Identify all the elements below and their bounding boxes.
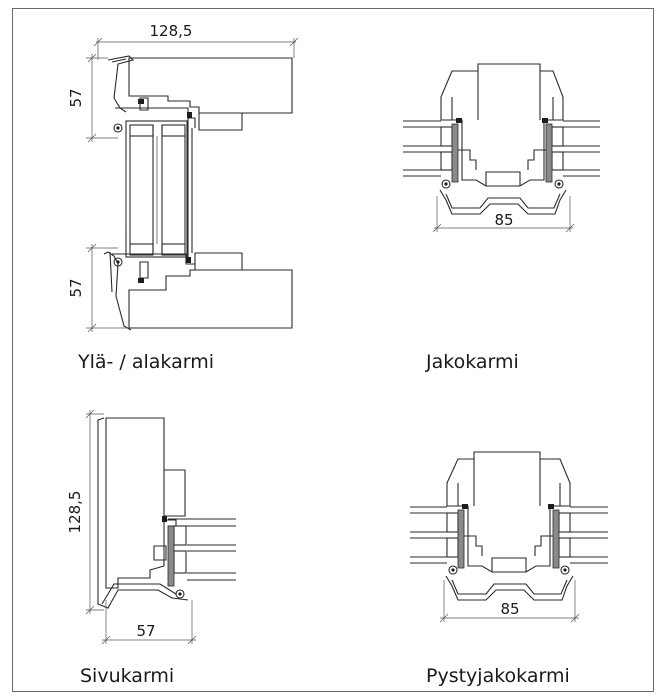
dim-jamb-height: 128,5 bbox=[66, 491, 84, 534]
caption-vertical-mullion: Pystyjakokarmi bbox=[426, 665, 570, 687]
caption-head-sill-frame: Ylä- / alakarmi bbox=[78, 351, 215, 373]
caption-mullion: Jakokarmi bbox=[426, 351, 519, 373]
jamb-section: 128,5 57 bbox=[66, 409, 236, 645]
head-sill-frame-section: 128,5 57 57 bbox=[67, 22, 299, 333]
dim-jamb-width: 57 bbox=[136, 622, 155, 640]
vertical-mullion-section: 85 bbox=[410, 451, 608, 623]
dim-vertical-mullion-width: 85 bbox=[500, 600, 519, 618]
figure-frame bbox=[12, 8, 654, 692]
dim-sill-height: 57 bbox=[67, 278, 85, 297]
dim-mullion-width: 85 bbox=[494, 211, 513, 229]
caption-jamb: Sivukarmi bbox=[80, 665, 175, 687]
mullion-section: 85 bbox=[403, 63, 600, 233]
dim-head-width: 128,5 bbox=[150, 22, 193, 40]
dim-head-height: 57 bbox=[67, 88, 85, 107]
